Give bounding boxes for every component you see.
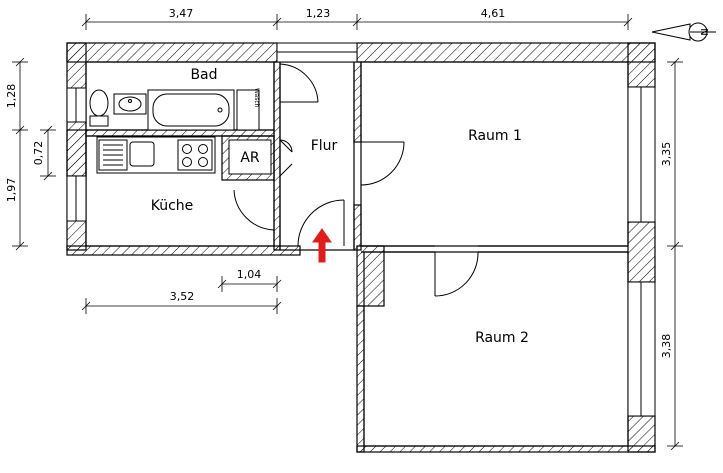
toilet-icon (89, 89, 109, 127)
entrance-arrow-icon (312, 228, 332, 263)
door-ar (279, 139, 293, 177)
room-label-flur: Flur (311, 138, 338, 154)
dim-top-left: 3,47 (169, 7, 194, 20)
room-label-raum1: Raum 1 (468, 128, 522, 144)
compass-letter: N (698, 28, 709, 35)
wall-flur-right-upper (353, 61, 362, 143)
dim-right-upper: 3,35 (660, 142, 673, 167)
door-raum1 (360, 141, 405, 205)
wall-top-left (66, 42, 278, 63)
wall-bottom-right (356, 445, 656, 453)
wall-bad-kueche (85, 129, 275, 137)
door-bad (279, 63, 319, 104)
dim-right-lower: 3,38 (660, 334, 673, 359)
wall-flur-left (273, 61, 281, 251)
compass-icon: N (651, 22, 716, 42)
wall-left-mid (66, 129, 87, 177)
stove-icon (177, 139, 213, 171)
dim-bottom-door: 1,04 (237, 268, 262, 281)
sink-icon (113, 93, 147, 115)
kitchen-fixtures (96, 136, 216, 174)
wall-top-right (356, 42, 656, 63)
wall-raum2-left-upper (356, 245, 385, 307)
doors (233, 63, 479, 297)
wall-right-mid (627, 221, 656, 283)
dim-top-middle: 1,23 (306, 7, 331, 20)
door-raum2 (434, 251, 479, 297)
door-entrance (297, 199, 345, 247)
room-label-kueche: Küche (151, 198, 194, 214)
bathtub-icon (147, 89, 235, 131)
dimension-labels: 3,47 1,23 4,61 1,28 0,72 1,97 1,04 3,52 … (5, 7, 673, 358)
dim-left-lower: 1,97 (5, 178, 18, 203)
dim-left-upper: 1,28 (5, 84, 18, 109)
room-label-raum2: Raum 2 (475, 330, 529, 346)
dim-top-right: 4,61 (481, 7, 506, 20)
wall-bottom-left (66, 245, 301, 256)
wall-right-upper (627, 42, 656, 88)
door-kueche (233, 188, 275, 231)
dim-left-middle: 0,72 (32, 141, 45, 166)
dim-bottom-width: 3,52 (170, 290, 195, 303)
bathroom-fixtures (89, 89, 260, 131)
room-label-bad: Bad (190, 67, 217, 83)
ar-closet: AR (221, 135, 275, 181)
dimension-lines (12, 14, 683, 451)
wall-raum2-left (356, 305, 365, 453)
room-label-ar: AR (240, 150, 260, 166)
washing-machine-icon (236, 89, 260, 131)
partition-raum1-raum2 (361, 245, 628, 253)
windows (66, 42, 656, 417)
kitchen-sink-icon (98, 139, 155, 171)
wall-flur-right-lower (353, 204, 362, 251)
wasch-label: Wasch (253, 88, 260, 108)
